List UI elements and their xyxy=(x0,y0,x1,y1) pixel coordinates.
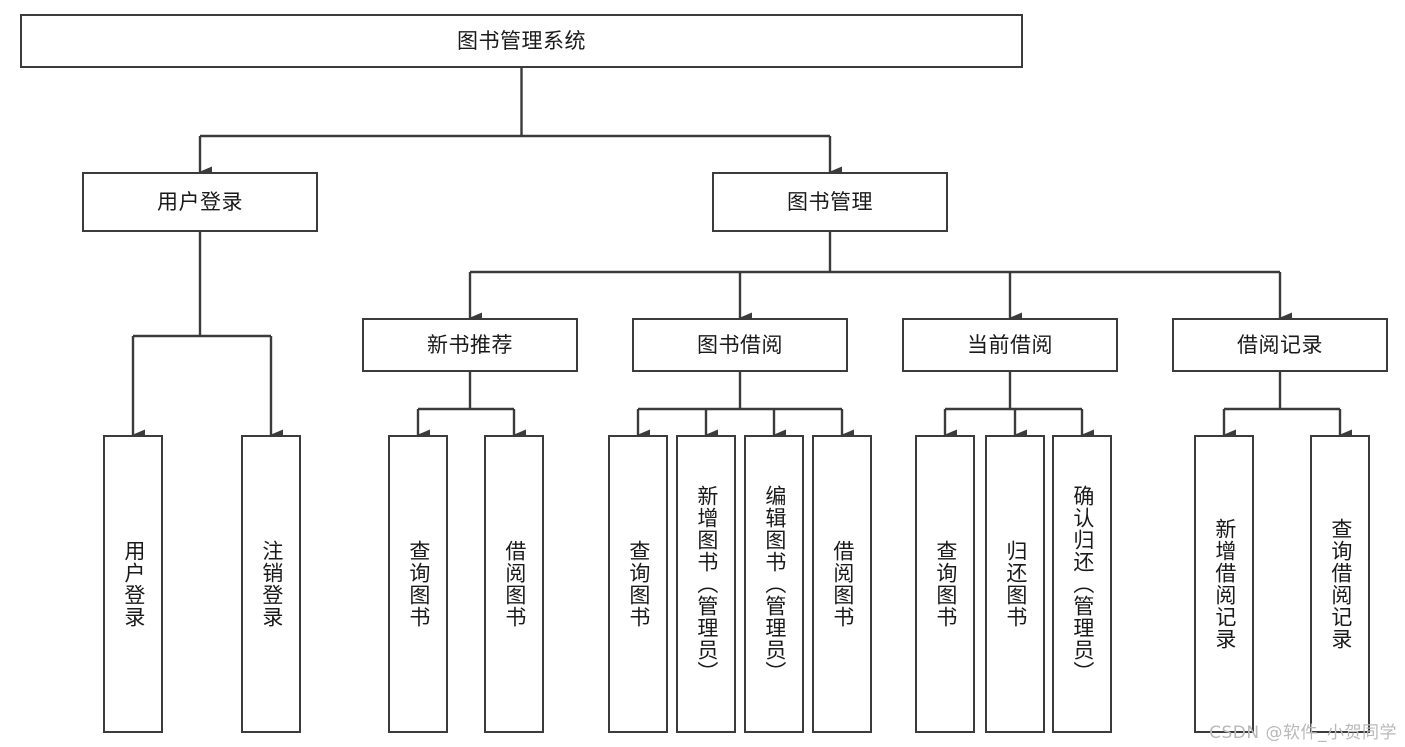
node-leaf-query-book-cur[interactable]: 查询图书 xyxy=(915,435,975,733)
node-label: 编辑图书（管理员） xyxy=(762,485,787,683)
node-label: 查询图书 xyxy=(406,540,431,628)
node-label: 注销登录 xyxy=(259,540,284,628)
node-label: 借阅图书 xyxy=(830,540,855,628)
node-label: 图书借阅 xyxy=(697,332,783,357)
node-leaf-query-record[interactable]: 查询借阅记录 xyxy=(1310,435,1370,733)
node-leaf-edit-book[interactable]: 编辑图书（管理员） xyxy=(744,435,804,733)
node-label: 新增借阅记录 xyxy=(1212,518,1237,650)
node-leaf-query-book-rec[interactable]: 查询图书 xyxy=(388,435,448,733)
watermark-label: CSDN @软件_小贺同学 xyxy=(1209,723,1397,743)
node-label: 新增图书（管理员） xyxy=(694,485,719,683)
node-label: 当前借阅 xyxy=(967,332,1053,357)
node-leaf-return-book[interactable]: 归还图书 xyxy=(985,435,1045,733)
node-label: 归还图书 xyxy=(1003,540,1028,628)
node-label: 新书推荐 xyxy=(427,332,513,357)
node-label: 图书管理 xyxy=(787,189,873,214)
node-label: 查询图书 xyxy=(933,540,958,628)
node-new-book-rec[interactable]: 新书推荐 xyxy=(362,318,578,372)
node-label: 图书管理系统 xyxy=(457,28,586,53)
node-borrow-record[interactable]: 借阅记录 xyxy=(1172,318,1388,372)
node-label: 借阅记录 xyxy=(1237,332,1323,357)
node-label: 查询图书 xyxy=(626,540,651,628)
node-leaf-borrow-book-rec[interactable]: 借阅图书 xyxy=(484,435,544,733)
node-leaf-confirm-return[interactable]: 确认归还（管理员） xyxy=(1052,435,1112,733)
node-leaf-borrow-book[interactable]: 借阅图书 xyxy=(812,435,872,733)
node-root[interactable]: 图书管理系统 xyxy=(20,14,1023,68)
node-leaf-add-book[interactable]: 新增图书（管理员） xyxy=(676,435,736,733)
node-book-manage[interactable]: 图书管理 xyxy=(712,172,948,232)
node-label: 查询借阅记录 xyxy=(1328,518,1353,650)
node-label: 用户登录 xyxy=(121,540,146,628)
node-leaf-logout[interactable]: 注销登录 xyxy=(241,435,301,733)
edge-group xyxy=(131,68,1352,441)
node-leaf-add-record[interactable]: 新增借阅记录 xyxy=(1194,435,1254,733)
node-user-login[interactable]: 用户登录 xyxy=(82,172,318,232)
node-label: 用户登录 xyxy=(157,189,243,214)
node-leaf-query-book-borrow[interactable]: 查询图书 xyxy=(608,435,668,733)
node-leaf-user-login[interactable]: 用户登录 xyxy=(103,435,163,733)
node-book-borrow[interactable]: 图书借阅 xyxy=(632,318,848,372)
node-label: 确认归还（管理员） xyxy=(1070,485,1095,683)
node-label: 借阅图书 xyxy=(502,540,527,628)
node-current-borrow[interactable]: 当前借阅 xyxy=(902,318,1118,372)
